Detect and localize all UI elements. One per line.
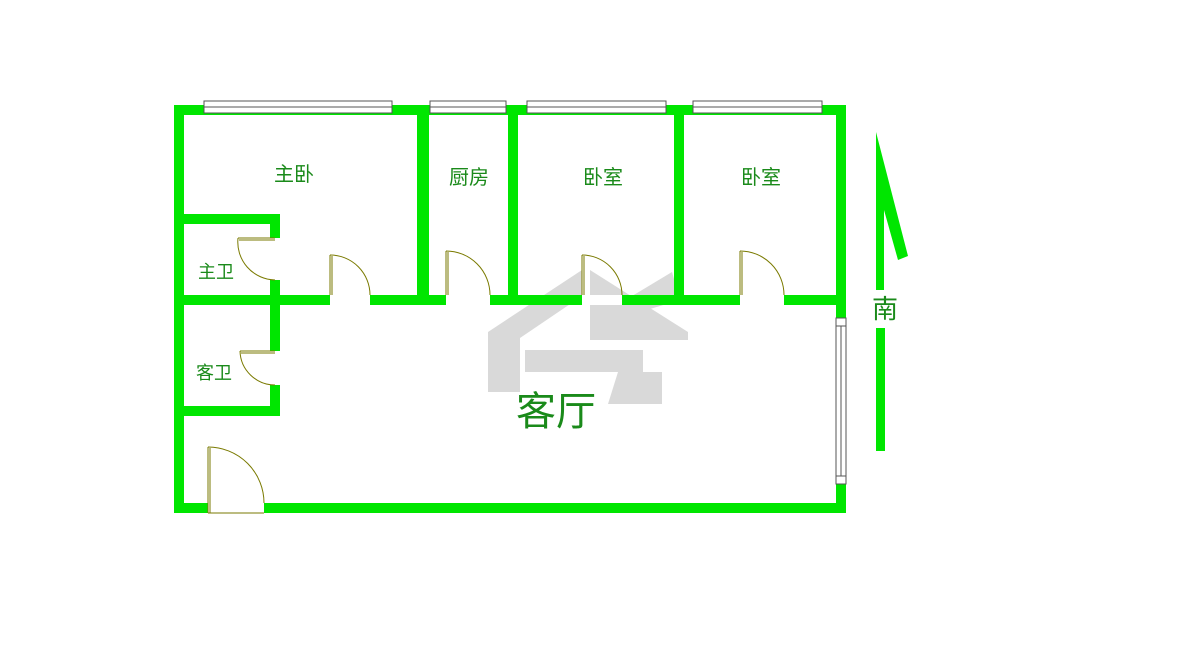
windows [203, 100, 847, 485]
wall-guest-bath-right-b [270, 385, 280, 416]
room-label-living-room: 客厅 [516, 389, 596, 435]
wall-master-bath-right-a [270, 214, 280, 238]
room-label-bedroom-2: 卧室 [741, 165, 781, 189]
wall-left [174, 105, 184, 513]
door-entrance [207, 446, 265, 514]
door-bedroom-1 [581, 254, 623, 296]
room-label-bedroom-1: 卧室 [583, 165, 623, 189]
door-kitchen [445, 250, 491, 296]
wall-master-kitchen [417, 105, 429, 305]
door-openings [208, 295, 784, 513]
wall-kitchen-bed1 [508, 105, 518, 305]
room-label-master-bath: 主卫 [198, 262, 234, 283]
north-arrow-icon [876, 132, 908, 451]
wall-master-bath-right-b [270, 280, 280, 305]
doors [207, 237, 785, 514]
room-label-master-bedroom: 主卧 [274, 162, 314, 186]
wall-guest-bath-bottom [174, 406, 280, 416]
door-master-bedroom [329, 254, 371, 296]
wall-master-bath-top [174, 214, 280, 224]
wall-guest-bath-right-a [270, 295, 280, 351]
wall-right [836, 105, 846, 513]
room-label-guest-bath: 客卫 [196, 363, 232, 384]
door-bedroom-2 [739, 250, 785, 296]
wall-bed1-bed2 [674, 105, 684, 305]
walls [174, 105, 846, 513]
compass-label: 南 [872, 295, 898, 325]
room-label-kitchen: 厨房 [449, 165, 489, 189]
wall-bottom [174, 503, 846, 513]
door-master-bath [237, 237, 276, 281]
door-guest-bath [239, 350, 276, 386]
